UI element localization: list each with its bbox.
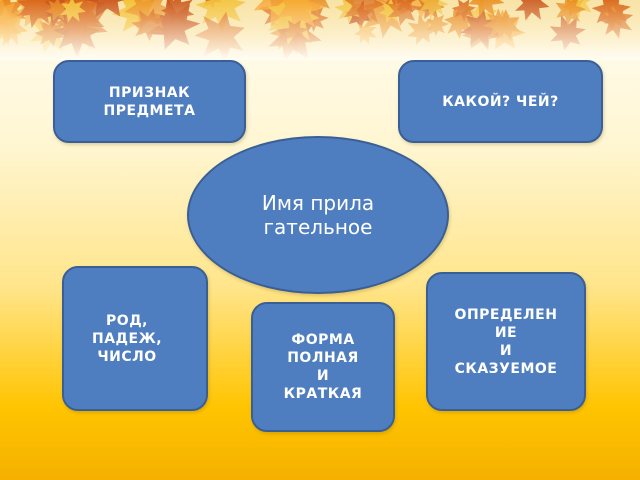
node-gender-case-number: РОД, ПАДЕЖ, ЧИСЛО — [62, 266, 208, 411]
node-property-of-object: ПРИЗНАК ПРЕДМЕТА — [53, 60, 246, 143]
center-node-label: Имя прилагательное — [261, 191, 375, 239]
node-attribute-predicate: ОПРЕДЕЛЕН ИЕ И СКАЗУЕМОЕ — [426, 272, 586, 411]
node-full-short-form: ФОРМА ПОЛНАЯ И КРАТКАЯ — [251, 302, 395, 432]
autumn-leaves-decoration — [0, 0, 640, 60]
center-node-adjective: Имя прилагательное — [187, 136, 449, 294]
node-questions: КАКОЙ? ЧЕЙ? — [398, 60, 603, 143]
